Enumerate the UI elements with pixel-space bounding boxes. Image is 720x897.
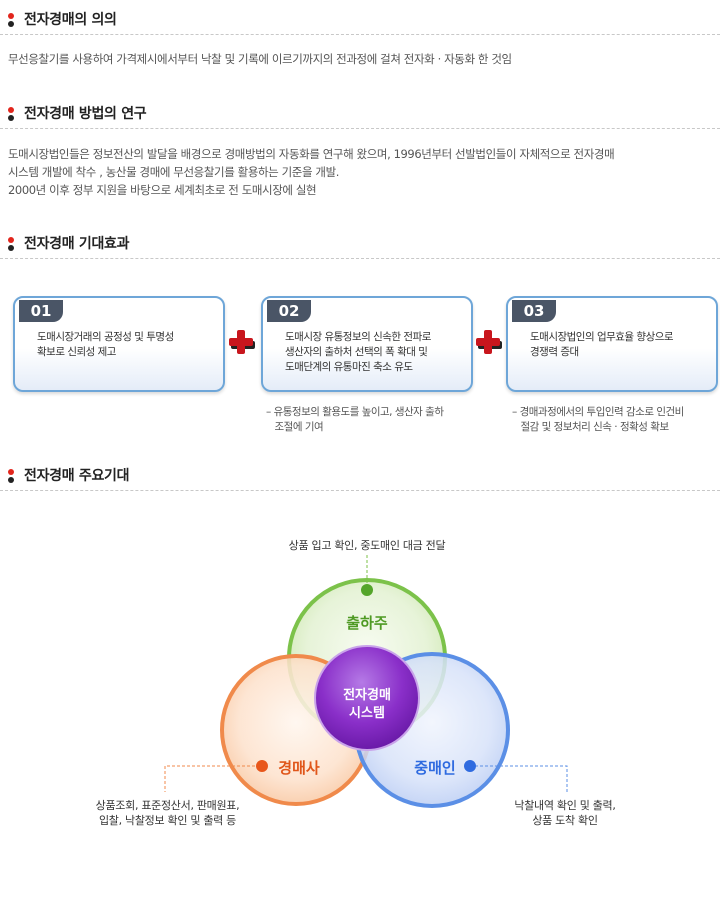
- effect-line: 도매시장거래의 공정성 및 투명성: [37, 331, 174, 343]
- bullet-icon: [8, 469, 14, 483]
- shipper-note: 상품 입고 확인, 중도매인 대금 전달: [288, 539, 446, 552]
- center-label: 전자경매 시스템: [315, 687, 419, 723]
- effect-text: 도매시장법인의 업무효율 향상으로 경쟁력 증대: [530, 330, 710, 360]
- effect-number: 01: [19, 300, 63, 322]
- research-line: 도매시장법인들은 정보전산의 발달을 배경으로 경매방법의 자동화를 연구해 왔…: [8, 147, 615, 161]
- section-title: 전자경매의 의의: [24, 12, 117, 28]
- bullet-icon: [8, 107, 14, 121]
- effect-card-01: 01 도매시장거래의 공정성 및 투명성 확보로 신뢰성 제고: [13, 296, 225, 392]
- section-title: 전자경매 주요기대: [24, 468, 130, 484]
- auctioneer-connector: [164, 765, 260, 792]
- shipper-label: 출하주: [346, 614, 388, 632]
- effect-note-02: – 유통정보의 활용도를 높이고, 생산자 출하 조절에 기여: [266, 405, 476, 435]
- effect-line: 도매시장법인의 업무효율 향상으로: [530, 331, 674, 343]
- section-title: 전자경매 방법의 연구: [24, 106, 147, 122]
- note-line: 입찰, 낙찰정보 확인 및 출력 등: [98, 814, 237, 827]
- plus-icon: [229, 330, 255, 354]
- research-line: 2000년 이후 정부 지원을 바탕으로 세계최초로 전 도매시장에 실현: [8, 183, 317, 197]
- effect-line: 확보로 신뢰성 제고: [37, 346, 116, 358]
- divider: [0, 258, 720, 259]
- plus-icon: [476, 330, 502, 354]
- research-text: 도매시장법인들은 정보전산의 발달을 배경으로 경매방법의 자동화를 연구해 왔…: [8, 145, 708, 199]
- note-line: – 경매과정에서의 투입인력 감소로 인건비: [512, 406, 684, 418]
- section-title: 전자경매 기대효과: [24, 236, 130, 252]
- venn-diagram: [164, 555, 568, 808]
- meaning-text: 무선응찰기를 사용하여 가격제시에서부터 낙찰 및 기록에 이르기까지의 전과정…: [8, 52, 512, 66]
- effect-number: 03: [512, 300, 556, 322]
- bullet-icon: [8, 13, 14, 27]
- shipper-dot: [361, 584, 373, 596]
- middleman-connector: [470, 765, 568, 792]
- bullet-icon: [8, 237, 14, 251]
- note-line: 조절에 기여: [266, 421, 324, 433]
- center-circle: [314, 645, 420, 751]
- auctioneer-label: 경매사: [278, 759, 320, 777]
- effect-note-03: – 경매과정에서의 투입인력 감소로 인건비 절감 및 정보처리 신속 · 정확…: [512, 405, 720, 435]
- note-line: 상품조회, 표준정산서, 판매원표,: [95, 799, 240, 812]
- effect-card-03: 03 도매시장법인의 업무효율 향상으로 경쟁력 증대: [506, 296, 718, 392]
- effect-line: 도매단계의 유통마진 축소 유도: [285, 361, 413, 373]
- middleman-note: 낙찰내역 확인 및 출력, 상품 도착 확인: [480, 798, 650, 828]
- middleman-label: 중매인: [414, 759, 456, 777]
- note-line: – 유통정보의 활용도를 높이고, 생산자 출하: [266, 406, 444, 418]
- note-line: 상품 도착 확인: [532, 814, 598, 827]
- effect-line: 경쟁력 증대: [530, 346, 579, 358]
- auctioneer-note: 상품조회, 표준정산서, 판매원표, 입찰, 낙찰정보 확인 및 출력 등: [70, 798, 265, 828]
- middleman-dot: [464, 760, 476, 772]
- note-line: 낙찰내역 확인 및 출력,: [514, 799, 616, 812]
- effect-text: 도매시장거래의 공정성 및 투명성 확보로 신뢰성 제고: [37, 330, 217, 360]
- auctioneer-dot: [256, 760, 268, 772]
- effect-card-02: 02 도매시장 유통정보의 신속한 전파로 생산자의 출하처 선택의 폭 확대 …: [261, 296, 473, 392]
- effect-line: 생산자의 출하처 선택의 폭 확대 및: [285, 346, 428, 358]
- effect-text: 도매시장 유통정보의 신속한 전파로 생산자의 출하처 선택의 폭 확대 및 도…: [285, 330, 465, 375]
- effect-line: 도매시장 유통정보의 신속한 전파로: [285, 331, 431, 343]
- center-label-line: 전자경매: [343, 688, 391, 703]
- divider: [0, 490, 720, 491]
- divider: [0, 34, 720, 35]
- divider: [0, 128, 720, 129]
- research-line: 시스템 개발에 착수 , 농산물 경매에 무선응찰기를 활용하는 기준을 개발.: [8, 165, 340, 179]
- note-line: 절감 및 정보처리 신속 · 정확성 확보: [512, 421, 670, 433]
- center-label-line: 시스템: [349, 706, 385, 721]
- effect-number: 02: [267, 300, 311, 322]
